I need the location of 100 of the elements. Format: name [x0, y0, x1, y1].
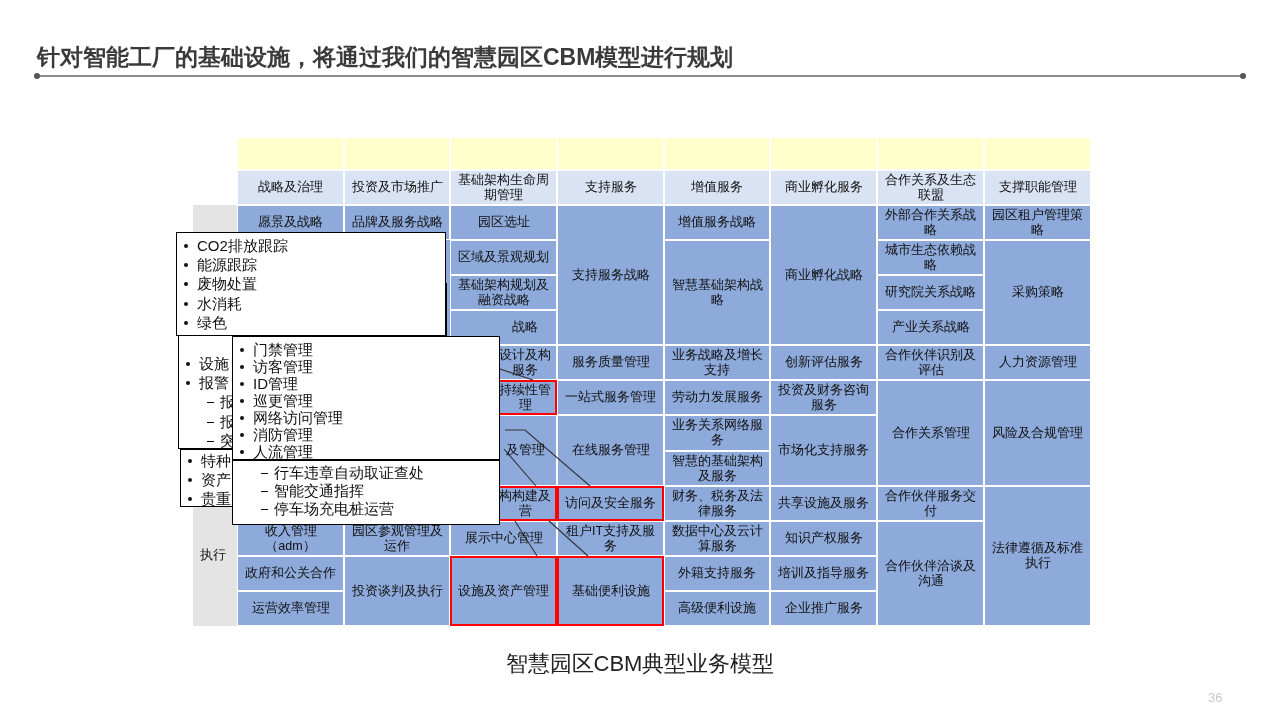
- header-text: 商业孵化服务: [784, 180, 863, 195]
- list-item: 门禁管理: [253, 340, 313, 359]
- table-cell: [770, 556, 877, 591]
- cell-text: 及管理: [505, 443, 545, 458]
- table-cell: [664, 556, 770, 591]
- cell-text: 园区选址: [477, 215, 530, 230]
- cell-text: 法律遵循及标准执行: [991, 541, 1084, 571]
- list-item: 报警: [199, 373, 229, 393]
- list-tooltip: [176, 232, 446, 336]
- header-cell: [557, 137, 664, 170]
- cell-text: 构构建及营: [498, 488, 552, 519]
- cell-text: 愿景及战略: [258, 215, 323, 230]
- column-header: [984, 170, 1091, 205]
- cell-text: 一站式服务管理: [565, 390, 656, 405]
- list-item: 贵重: [201, 489, 231, 509]
- table-cell: [237, 556, 344, 591]
- list-tooltip: [180, 449, 234, 507]
- cell-text: 合作伙伴洽谈及沟通: [884, 558, 977, 589]
- cell-text: 在线服务管理: [571, 443, 650, 458]
- cell-text: 城市生态依赖战略: [884, 242, 977, 273]
- header-cell: [237, 137, 344, 170]
- table-cell: [770, 486, 877, 521]
- cell-text: 人力资源管理: [998, 355, 1077, 370]
- cell-text: 投资谈判及执行: [351, 583, 443, 599]
- cell-text: 共享设施及服务: [778, 496, 869, 511]
- table-cell: [770, 521, 877, 556]
- list-item: 资产: [201, 470, 231, 490]
- table-cell: [984, 486, 1091, 626]
- cell-text: 业务战略及增长支持: [670, 347, 764, 378]
- header-text: 支持服务: [584, 180, 637, 195]
- table-cell: [770, 345, 877, 380]
- list-item: CO2排放跟踪: [197, 236, 288, 256]
- column-header: [664, 170, 770, 205]
- table-cell: [877, 205, 984, 240]
- figure-caption: 智慧园区CBM典型业务模型: [504, 650, 776, 678]
- column-header: [450, 170, 557, 205]
- cell-text: 合作关系管理: [891, 425, 970, 441]
- table-cell: [557, 345, 664, 380]
- cell-text: 设施及资产管理: [458, 583, 549, 599]
- list-item: 停车场充电桩运营: [274, 499, 394, 519]
- table-cell: [984, 345, 1091, 380]
- table-cell: [984, 205, 1091, 240]
- cell-text: 劳动力发展服务: [671, 390, 763, 405]
- header-text: 基础架构生命周期管理: [457, 172, 550, 203]
- table-cell: [664, 451, 770, 486]
- column-header: [770, 170, 877, 205]
- cell-text: 园区租户管理策略: [991, 207, 1084, 238]
- cell-text: 数据中心及云计算服务: [670, 523, 764, 554]
- cell-text: 增值服务战略: [678, 215, 756, 230]
- header-text: 增值服务: [691, 180, 743, 195]
- cell-text: 培训及指导服务: [778, 566, 869, 581]
- cell-text: 风险及合规管理: [992, 425, 1083, 441]
- table-cell: [877, 345, 984, 380]
- table-cell: [557, 205, 664, 345]
- column-header: [877, 170, 984, 205]
- table-cell: [770, 380, 877, 415]
- cell-text: 智慧的基础架构及服务: [670, 453, 764, 484]
- cell-text: 财务、税务及法律服务: [670, 488, 764, 519]
- list-item: 废物处置: [197, 274, 257, 294]
- cell-text: 合作伙伴服务交付: [884, 488, 977, 519]
- table-cell: [344, 556, 450, 626]
- table-cell: [557, 380, 664, 415]
- header-cell: [450, 137, 557, 170]
- cell-text: 品牌及服务战略: [351, 215, 443, 230]
- table-cell: [450, 521, 557, 556]
- table-cell: [984, 380, 1091, 486]
- cell-text: 基础便利设施: [571, 583, 650, 599]
- cell-text: 基础架构规划及融资战略: [457, 277, 550, 308]
- table-cell: [877, 380, 984, 486]
- cell-text: 投资及财务咨询服务: [777, 382, 870, 413]
- cell-text: 市场化支持服务: [778, 443, 869, 458]
- cell-text: 园区参观管理及运作: [350, 523, 444, 554]
- list-item: 行车违章自动取证查处: [274, 463, 424, 483]
- table-cell: [664, 240, 770, 345]
- list-item: 特种: [201, 451, 231, 471]
- cell-text: 区域及景观规划: [458, 250, 549, 265]
- leader-line: [503, 448, 537, 487]
- header-cell: [984, 137, 1091, 170]
- table-cell: [450, 275, 557, 310]
- table-cell: [877, 240, 984, 275]
- list-item: 水消耗: [197, 293, 242, 313]
- cell-text: 研究院关系战略: [885, 285, 976, 300]
- table-cell: [557, 521, 664, 556]
- list-item: 绿色: [197, 312, 227, 332]
- list-tooltip: [232, 336, 500, 460]
- list-item: 智能交通指挥: [274, 481, 364, 501]
- cell-text: 租户IT支持及服务: [564, 523, 657, 554]
- list-item: 能源跟踪: [197, 255, 257, 275]
- highlighted-cell: [557, 486, 664, 521]
- highlighted-cell: [557, 556, 664, 626]
- header-cell: [344, 137, 450, 170]
- cell-text: 高级便利设施: [678, 601, 756, 616]
- table-cell: [664, 486, 770, 521]
- cell-text: 设计及构服务: [498, 347, 552, 378]
- list-item: 网络访问管理: [253, 408, 343, 427]
- cell-text: 知识产权服务: [784, 531, 863, 546]
- column-header: [344, 170, 450, 205]
- cell-text: 创新评估服务: [784, 355, 863, 370]
- table-cell: [450, 205, 557, 240]
- list-item: 访客管理: [253, 357, 313, 377]
